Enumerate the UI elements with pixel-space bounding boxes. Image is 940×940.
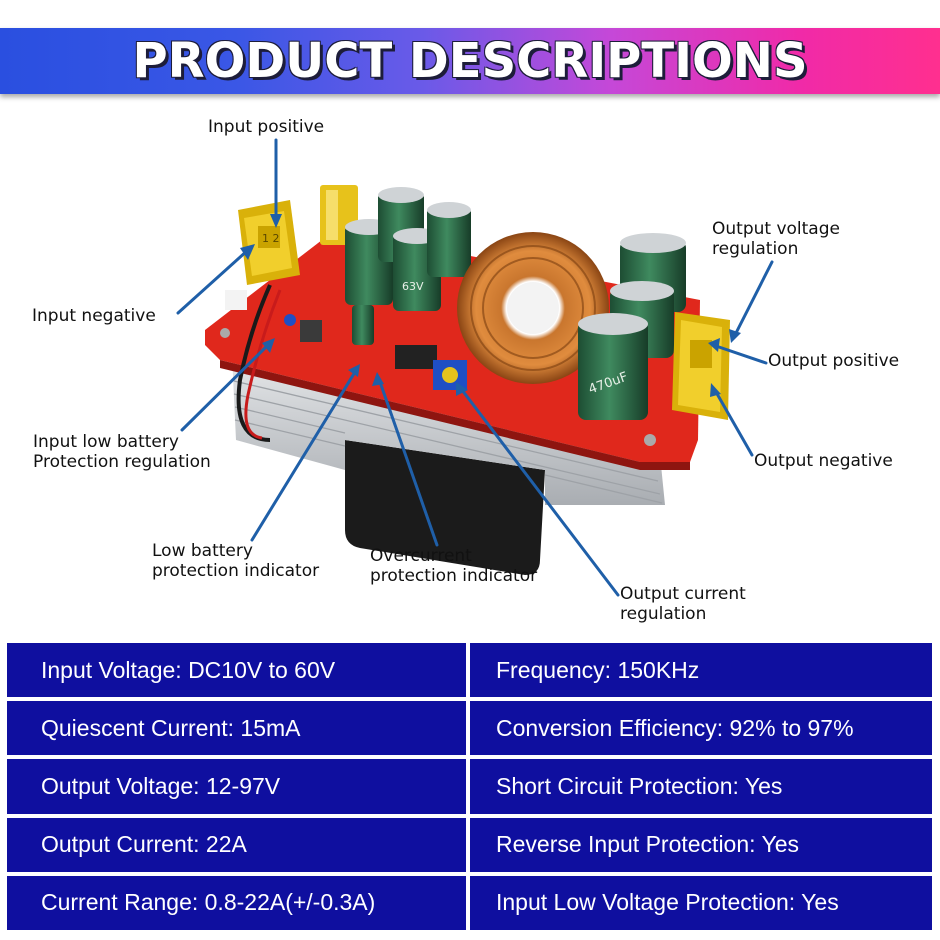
spec-quiescent-current: Quiescent Current: 15mA [5, 699, 468, 758]
specs-table: Input Voltage: DC10V to 60V Frequency: 1… [5, 641, 934, 932]
label-output-positive: Output positive [768, 351, 900, 371]
arrow-output-negative [714, 390, 754, 457]
arrow-low-battery-indicator [250, 370, 357, 542]
label-output-current-regulation: Output current regulation [620, 584, 746, 624]
label-overcurrent-indicator: Overcurrent protection indicator [370, 546, 538, 586]
spec-input-voltage: Input Voltage: DC10V to 60V [5, 641, 468, 700]
label-output-negative: Output negative [754, 451, 893, 471]
title-banner [0, 28, 940, 94]
output-capacitors: 470uF [578, 233, 686, 420]
spec-short-circuit-protection: Short Circuit Protection: Yes [468, 757, 934, 816]
arrow-output-positive [714, 344, 768, 365]
label-low-battery-indicator: Low battery protection indicator [152, 541, 320, 581]
product-image: 1 2 63V 470uF [176, 138, 774, 597]
arrow-overcurrent-indicator [378, 380, 439, 547]
label-input-positive: Input positive [208, 117, 325, 137]
spec-reverse-input-protection: Reverse Input Protection: Yes [468, 815, 934, 874]
label-input-low-battery: Input low battery Protection regulation [33, 432, 211, 472]
input-terminal: 1 2 [238, 200, 300, 285]
arrow-output-voltage-regulation [733, 260, 774, 337]
terminal-marking: 1 2 [262, 232, 280, 245]
label-output-voltage-regulation: Output voltage regulation [712, 219, 840, 259]
cooling-fan [345, 440, 545, 575]
label-input-negative: Input negative [32, 306, 156, 326]
spec-output-current: Output Current: 22A [5, 815, 468, 874]
control-ic [395, 345, 437, 369]
arrow-input-low-battery [180, 343, 270, 432]
spec-frequency: Frequency: 150KHz [468, 641, 934, 700]
page-title: PRODUCT DESCRIPTIONS [132, 33, 808, 89]
arrow-output-current-regulation [460, 388, 620, 597]
arrow-input-negative [176, 248, 250, 315]
spec-output-voltage: Output Voltage: 12-97V [5, 757, 468, 816]
spec-current-range: Current Range: 0.8-22A(+/-0.3A) [5, 873, 468, 932]
spec-conversion-efficiency: Conversion Efficiency: 92% to 97% [468, 699, 934, 758]
cap-voltage-marking: 63V [402, 280, 424, 293]
input-capacitors: 63V [345, 187, 471, 311]
spec-input-low-voltage-protection: Input Low Voltage Protection: Yes [468, 873, 934, 932]
